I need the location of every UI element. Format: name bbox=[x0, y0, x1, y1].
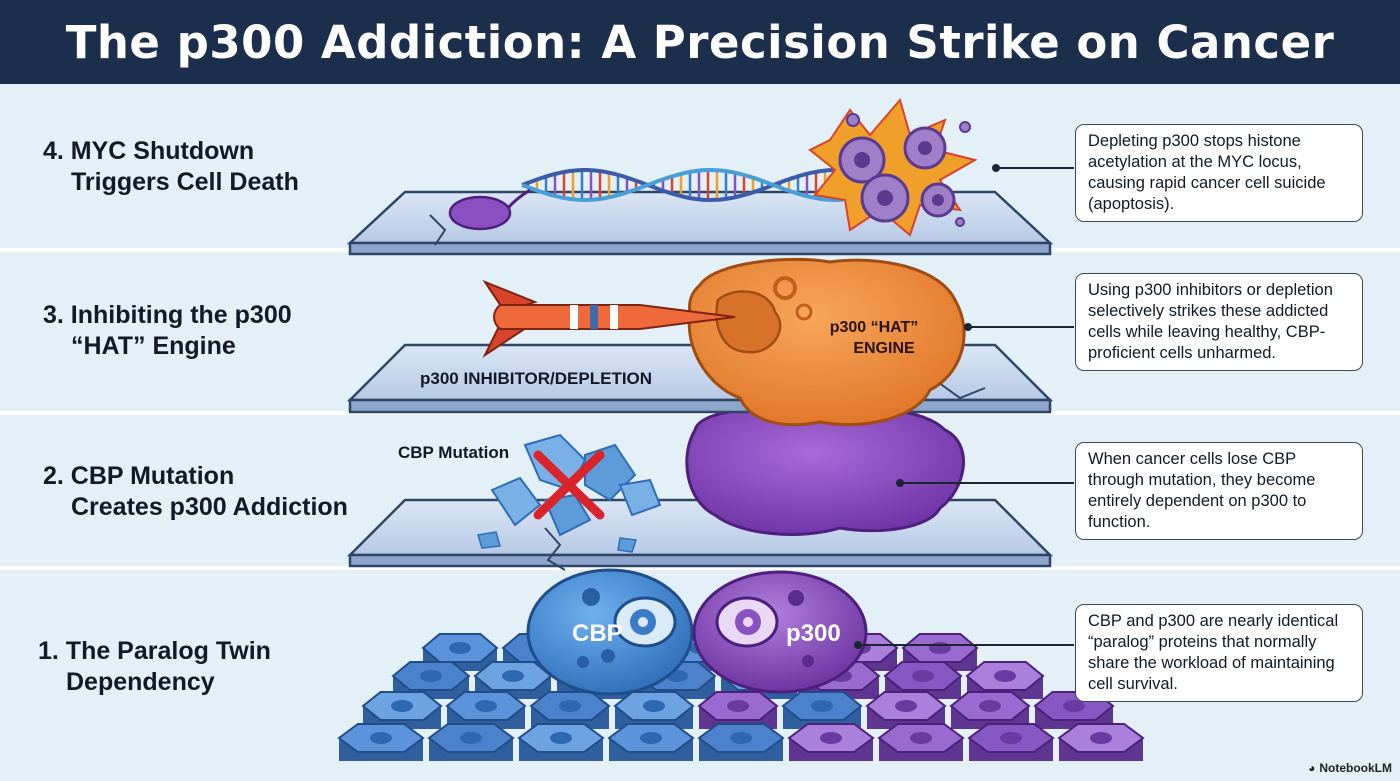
p300-protein bbox=[692, 570, 868, 694]
cell-nucleus bbox=[1000, 732, 1022, 744]
cell-nucleus bbox=[910, 732, 932, 744]
cell-nucleus bbox=[475, 700, 497, 712]
cell-nucleus bbox=[979, 700, 1001, 712]
cell-nucleus bbox=[1090, 732, 1112, 744]
step-1-title-line1: 1. The Paralog Twin bbox=[38, 637, 271, 665]
dna-strand bbox=[521, 168, 844, 202]
footer-brand-text: NotebookLM bbox=[1319, 761, 1392, 775]
cell-nucleus bbox=[895, 700, 917, 712]
step-2-title: 2. CBP Mutation Creates p300 Addiction bbox=[43, 461, 348, 523]
step-2-title-line2: Creates p300 Addiction bbox=[71, 493, 348, 521]
level-2-platform bbox=[346, 498, 1054, 571]
red-x-icon bbox=[533, 450, 605, 520]
cell-nucleus bbox=[912, 670, 934, 682]
dna-strand bbox=[521, 168, 844, 202]
cell-nucleus bbox=[559, 700, 581, 712]
step-3-callout: Using p300 inhibitors or depletion selec… bbox=[1075, 273, 1363, 371]
cell-nucleus bbox=[550, 732, 572, 744]
cell-nucleus bbox=[449, 642, 471, 654]
cell-nucleus bbox=[502, 670, 524, 682]
cell-nucleus bbox=[460, 732, 482, 744]
cbp-label: CBP bbox=[572, 620, 623, 647]
cell-nucleus bbox=[640, 732, 662, 744]
cell-nucleus bbox=[391, 700, 413, 712]
cell-nucleus bbox=[994, 670, 1016, 682]
cell-nucleus bbox=[420, 670, 442, 682]
step-1-title-line2: Dependency bbox=[66, 668, 215, 696]
inhibitor-label: p300 INHIBITOR/DEPLETION bbox=[420, 369, 652, 388]
step-2-callout: When cancer cells lose CBP through mutat… bbox=[1075, 442, 1363, 540]
hat-engine bbox=[687, 257, 966, 427]
step-3-title-line2: “HAT” Engine bbox=[71, 332, 236, 360]
page-title: The p300 Addiction: A Precision Strike o… bbox=[0, 0, 1400, 84]
cell-nucleus bbox=[727, 700, 749, 712]
cell-nucleus bbox=[820, 732, 842, 744]
cell-nucleus bbox=[1063, 700, 1085, 712]
cbp-mutation-label: CBP Mutation bbox=[398, 443, 509, 462]
step-4-title: 4. MYC Shutdown Triggers Cell Death bbox=[43, 136, 299, 198]
cbp-fragments bbox=[477, 433, 662, 553]
cell-nucleus bbox=[811, 700, 833, 712]
inhibitor-dart bbox=[482, 279, 736, 358]
step-3-title: 3. Inhibiting the p300 “HAT” Engine bbox=[43, 300, 292, 362]
step-4-title-line1: 4. MYC Shutdown bbox=[43, 137, 255, 165]
p300-label: p300 bbox=[786, 620, 841, 647]
step-3-title-line1: 3. Inhibiting the p300 bbox=[43, 301, 292, 329]
cell-nucleus bbox=[370, 732, 392, 744]
cell-nucleus bbox=[929, 642, 951, 654]
cell-nucleus bbox=[730, 732, 752, 744]
step-1-title: 1. The Paralog Twin Dependency bbox=[38, 636, 271, 698]
footer-brand: ◕ NotebookLM bbox=[1308, 761, 1392, 775]
step-4-callout: Depleting p300 stops histone acetylation… bbox=[1075, 124, 1363, 222]
hat-engine-label-line2: ENGINE bbox=[853, 340, 915, 357]
step-1-callout: CBP and p300 are nearly identical “paral… bbox=[1075, 604, 1363, 702]
step-2-title-line1: 2. CBP Mutation bbox=[43, 462, 235, 490]
p300-blob bbox=[685, 407, 965, 536]
cbp-protein bbox=[526, 568, 694, 696]
dna-helix bbox=[521, 168, 845, 202]
notebooklm-logo-icon: ◕ bbox=[1308, 761, 1316, 775]
hat-engine-label-line1: p300 “HAT” bbox=[830, 319, 919, 336]
apoptotic-cancer-cells bbox=[808, 97, 978, 237]
protein-bead bbox=[448, 188, 531, 231]
cell-nucleus bbox=[643, 700, 665, 712]
divider bbox=[0, 566, 1400, 570]
step-4-title-line2: Triggers Cell Death bbox=[71, 168, 299, 196]
